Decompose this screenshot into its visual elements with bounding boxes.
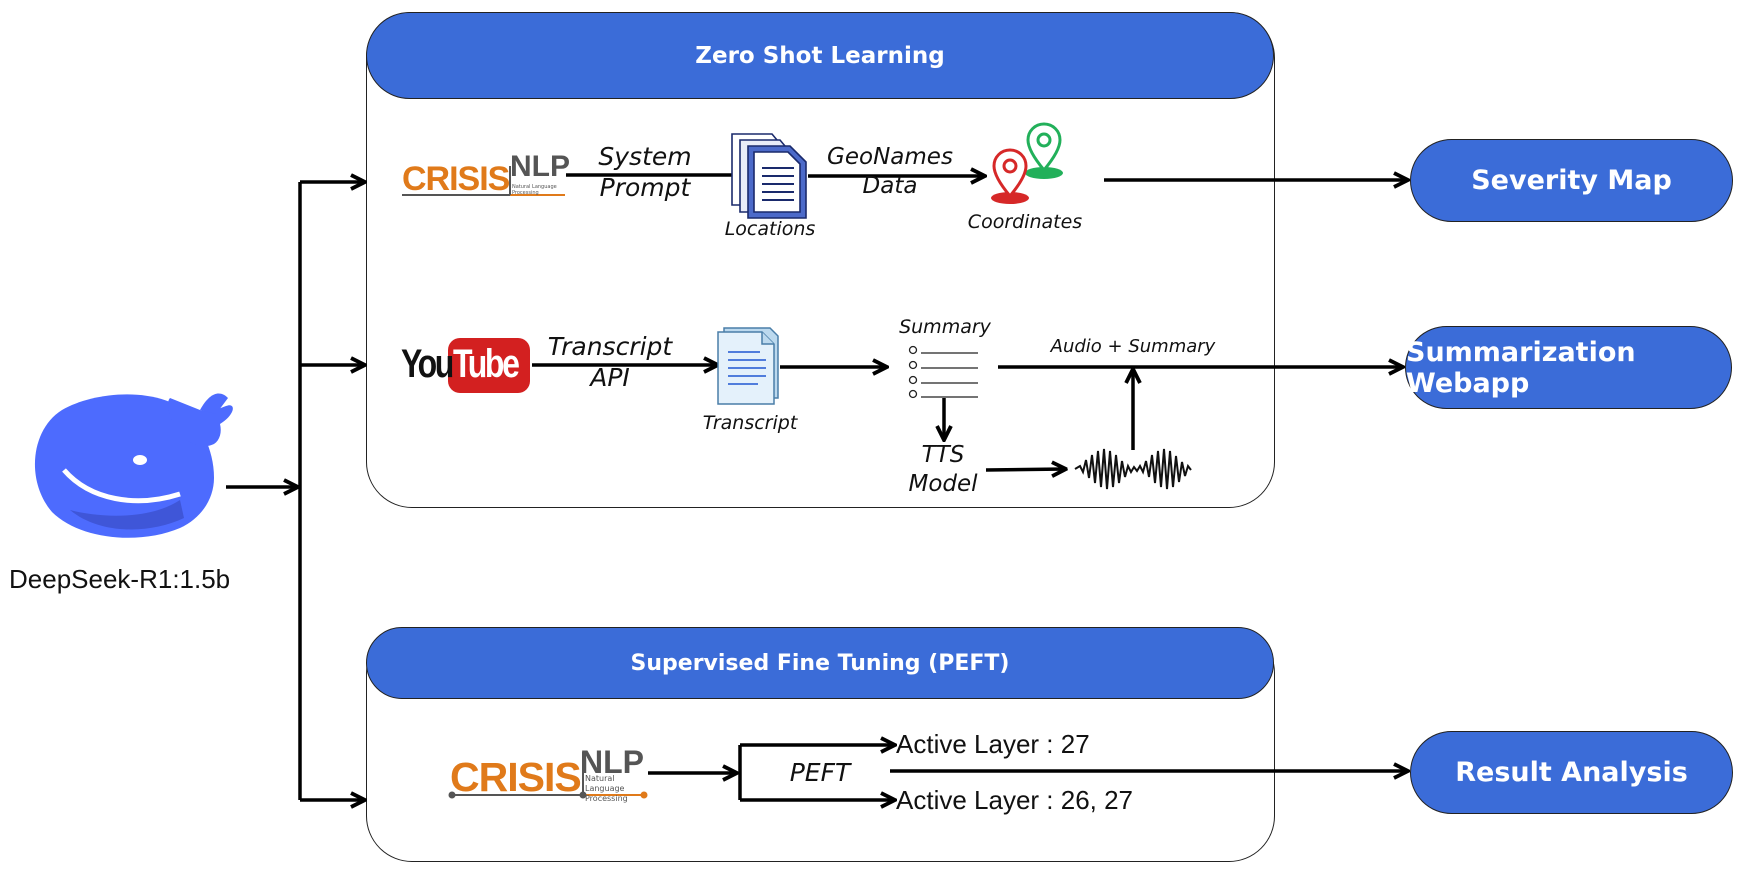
transcript-api-label: Transcript API bbox=[540, 331, 680, 394]
transcript-label: Transcript bbox=[702, 412, 798, 434]
active-layer-27-label: Active Layer : 27 bbox=[896, 729, 1090, 759]
deepseek-whale-icon bbox=[34, 393, 233, 538]
geonames-data-label: GeoNames Data bbox=[820, 143, 960, 201]
youtube-logo: You Tube bbox=[401, 338, 531, 394]
crisisnlp-logo-sft: CRISIS NLP Natural Language Processing bbox=[450, 744, 650, 803]
coordinates-label: Coordinates bbox=[967, 211, 1083, 233]
severity-map-label: Severity Map bbox=[1471, 165, 1672, 196]
active-layer-26-27-label: Active Layer : 26, 27 bbox=[896, 785, 1134, 815]
youtube-you-text: You bbox=[401, 342, 454, 386]
documents-icon bbox=[731, 133, 807, 219]
summarization-webapp-node: Summarization Webapp bbox=[1405, 326, 1732, 409]
zero-shot-header: Zero Shot Learning bbox=[366, 12, 1274, 99]
map-pins-icon bbox=[991, 122, 1063, 204]
sft-title: Supervised Fine Tuning (PEFT) bbox=[630, 650, 1010, 676]
youtube-logo-icon bbox=[448, 338, 530, 393]
system-prompt-line1: System bbox=[598, 142, 692, 171]
transcript-document-icon bbox=[717, 327, 779, 405]
result-analysis-node: Result Analysis bbox=[1410, 731, 1733, 814]
transcript-api-line1: Transcript bbox=[547, 332, 673, 361]
locations-label: Locations bbox=[724, 218, 816, 240]
youtube-tube-text: Tube bbox=[453, 342, 520, 386]
sft-header: Supervised Fine Tuning (PEFT) bbox=[366, 627, 1274, 699]
sft-crisis-text: CRISIS bbox=[450, 754, 582, 800]
sft-crisisnlp-tagline: Natural Language Processing bbox=[585, 774, 628, 803]
summarization-webapp-label: Summarization Webapp bbox=[1406, 336, 1636, 399]
crisisnlp-logo-row1: CRISIS NLP Natural Language Processing bbox=[402, 150, 572, 198]
zero-shot-title: Zero Shot Learning bbox=[695, 42, 945, 69]
system-prompt-label: System Prompt bbox=[580, 141, 710, 204]
peft-label: PEFT bbox=[789, 758, 851, 787]
transcript-api-line2: API bbox=[590, 363, 630, 393]
tts-line1: TTS bbox=[921, 442, 965, 468]
result-analysis-label: Result Analysis bbox=[1455, 757, 1688, 788]
summary-list-icon bbox=[908, 345, 978, 399]
tts-line2: Model bbox=[908, 470, 978, 497]
severity-map-node: Severity Map bbox=[1410, 139, 1733, 222]
tts-to-audio-arrow bbox=[985, 469, 1066, 470]
nlp-text: NLP bbox=[510, 150, 570, 183]
geonames-line2: Data bbox=[862, 172, 918, 199]
summary-label: Summary bbox=[899, 316, 991, 338]
crisisnlp-underline-1 bbox=[402, 166, 565, 196]
system-prompt-line2: Prompt bbox=[599, 173, 691, 203]
sft-nlp-text: NLP bbox=[580, 744, 644, 780]
audio-waveform-icon bbox=[1074, 448, 1192, 490]
crisisnlp-tagline: Natural Language Processing bbox=[512, 184, 557, 196]
crisis-text: CRISIS bbox=[402, 160, 510, 198]
crisisnlp-underline-2 bbox=[448, 752, 648, 799]
geonames-line1: GeoNames bbox=[827, 144, 953, 170]
model-label: DeepSeek-R1:1.5b bbox=[9, 564, 231, 594]
tts-model-label: TTS Model bbox=[893, 441, 993, 499]
audio-summary-label: Audio + Summary bbox=[1050, 336, 1216, 357]
